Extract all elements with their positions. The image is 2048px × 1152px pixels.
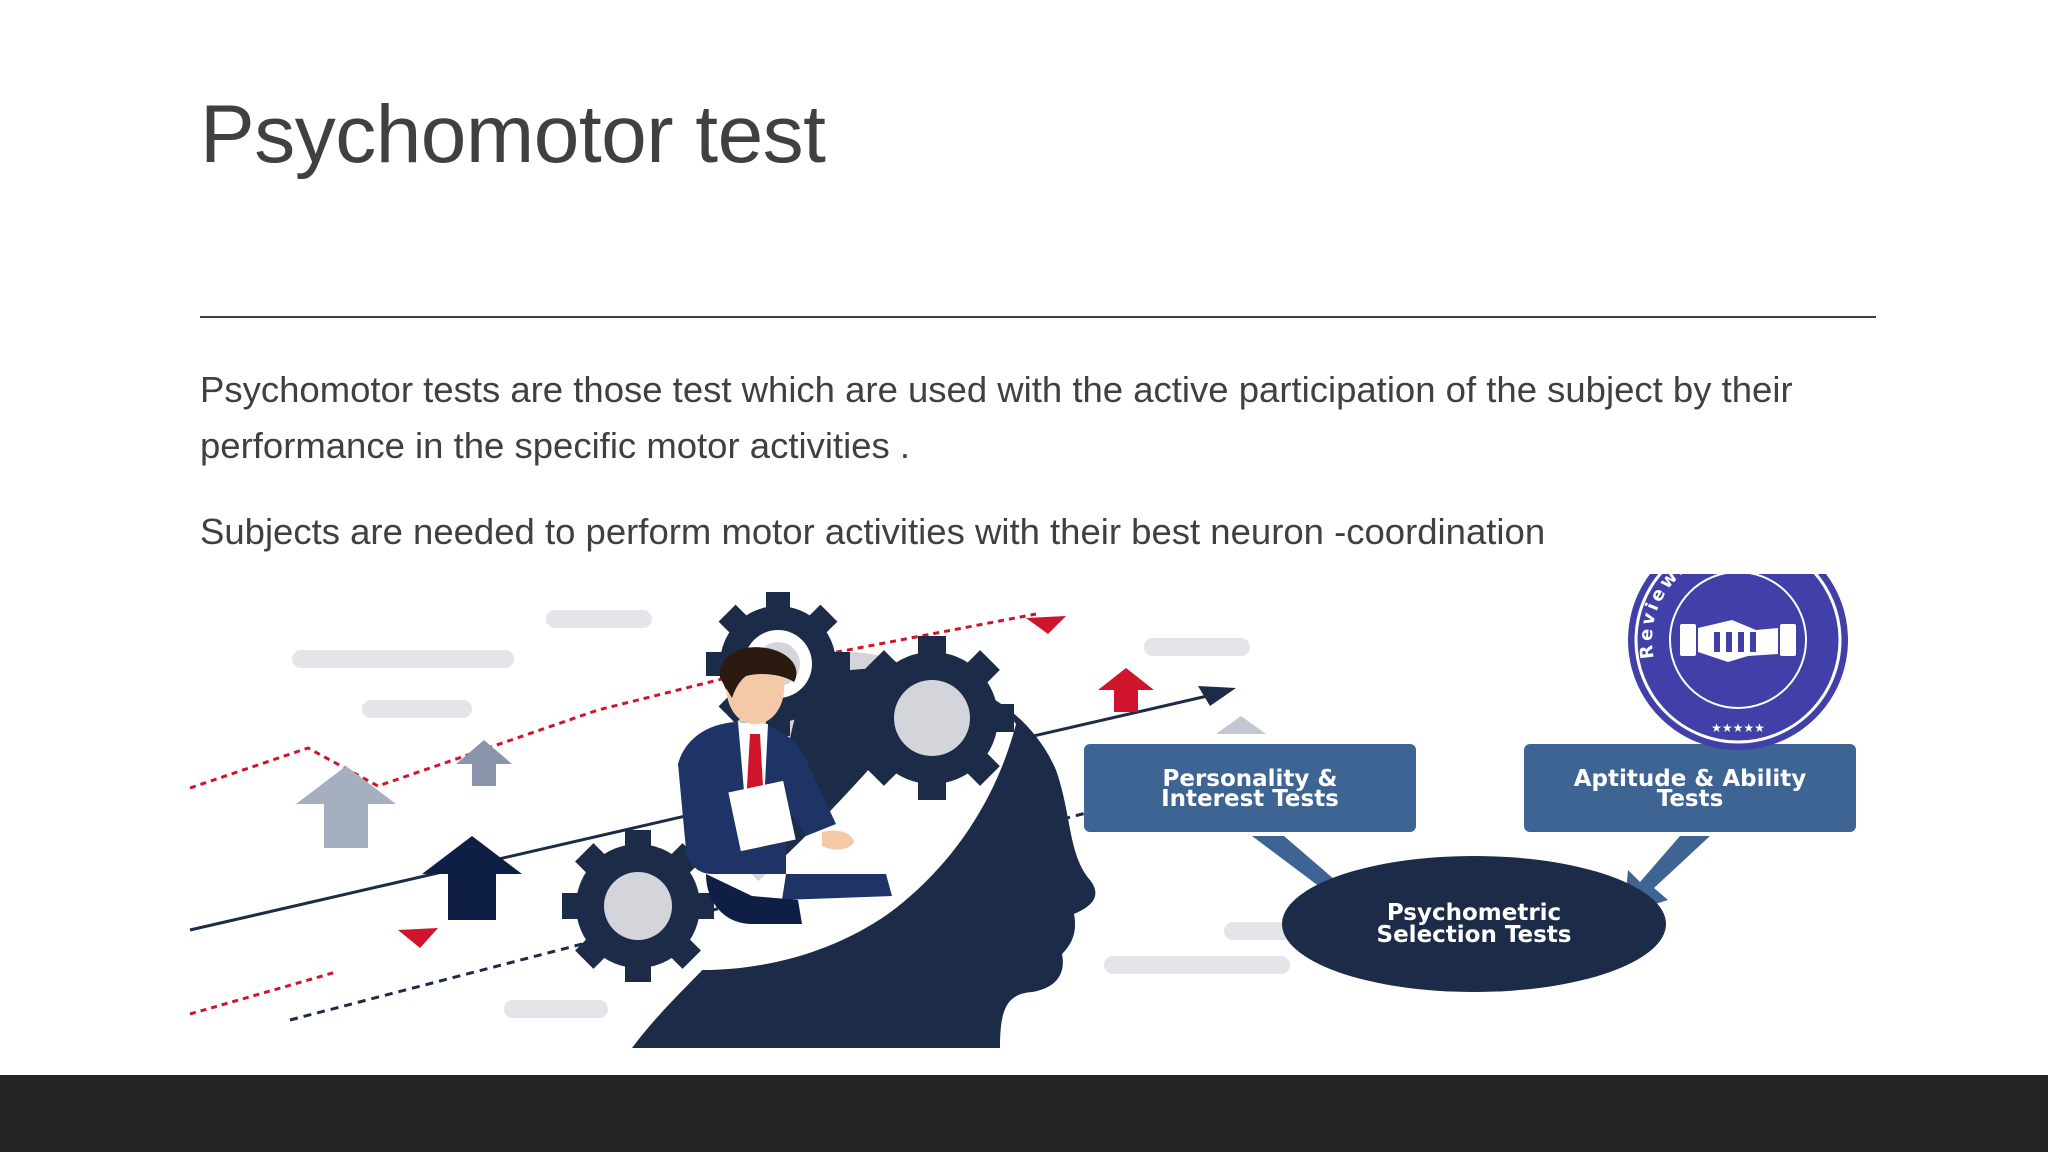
red-arrowhead-bottom [398, 928, 438, 948]
gear-icon-bottom [562, 830, 714, 982]
up-arrow-gray-large [296, 766, 396, 848]
personality-box-label-1: Personality & [1162, 766, 1337, 792]
dashed-trend-line-bottom [289, 772, 1237, 1022]
slide-title: Psychomotor test [200, 89, 826, 180]
watermark-seal: ReviewAdda.com ★★★★★ [1628, 530, 1848, 750]
navy-arrowhead [1198, 686, 1236, 706]
red-trend-line-bottom [189, 970, 337, 1016]
psychometric-label-2: Selection Tests [1377, 922, 1572, 948]
body-paragraph-1: Psychomotor tests are those test which a… [200, 369, 1793, 466]
businessman-figure [678, 647, 892, 924]
up-arrow-red [1098, 668, 1154, 712]
aptitude-box-label-2: Tests [1657, 786, 1724, 812]
aptitude-ability-box [1524, 744, 1856, 832]
body-paragraph-2: Subjects are needed to perform motor act… [200, 511, 1546, 552]
gear-icon-right [850, 636, 1014, 800]
handshake-icon [1680, 620, 1796, 662]
gray-triangle [1216, 716, 1266, 734]
watermark-stars: ★★★★★ [1711, 721, 1765, 735]
slide-body: Psychomotor tests are those test which a… [200, 362, 1880, 590]
personality-interest-box [1084, 744, 1416, 832]
red-arrowhead-top [1026, 616, 1066, 634]
psychometric-label-1: Psychometric [1387, 900, 1561, 926]
up-arrow-navy [422, 836, 522, 920]
psychometric-illustration: Personality & Interest Tests Aptitude & … [186, 530, 1866, 1070]
decorative-pills [292, 610, 1294, 1018]
aptitude-box-label-1: Aptitude & Ability [1574, 766, 1807, 792]
personality-box-label-2: Interest Tests [1161, 786, 1339, 812]
psychometric-selection-ellipse [1282, 856, 1666, 992]
slide-footer-bar [0, 1075, 2048, 1152]
up-arrow-gray-small [456, 740, 512, 786]
title-divider [200, 316, 1876, 318]
